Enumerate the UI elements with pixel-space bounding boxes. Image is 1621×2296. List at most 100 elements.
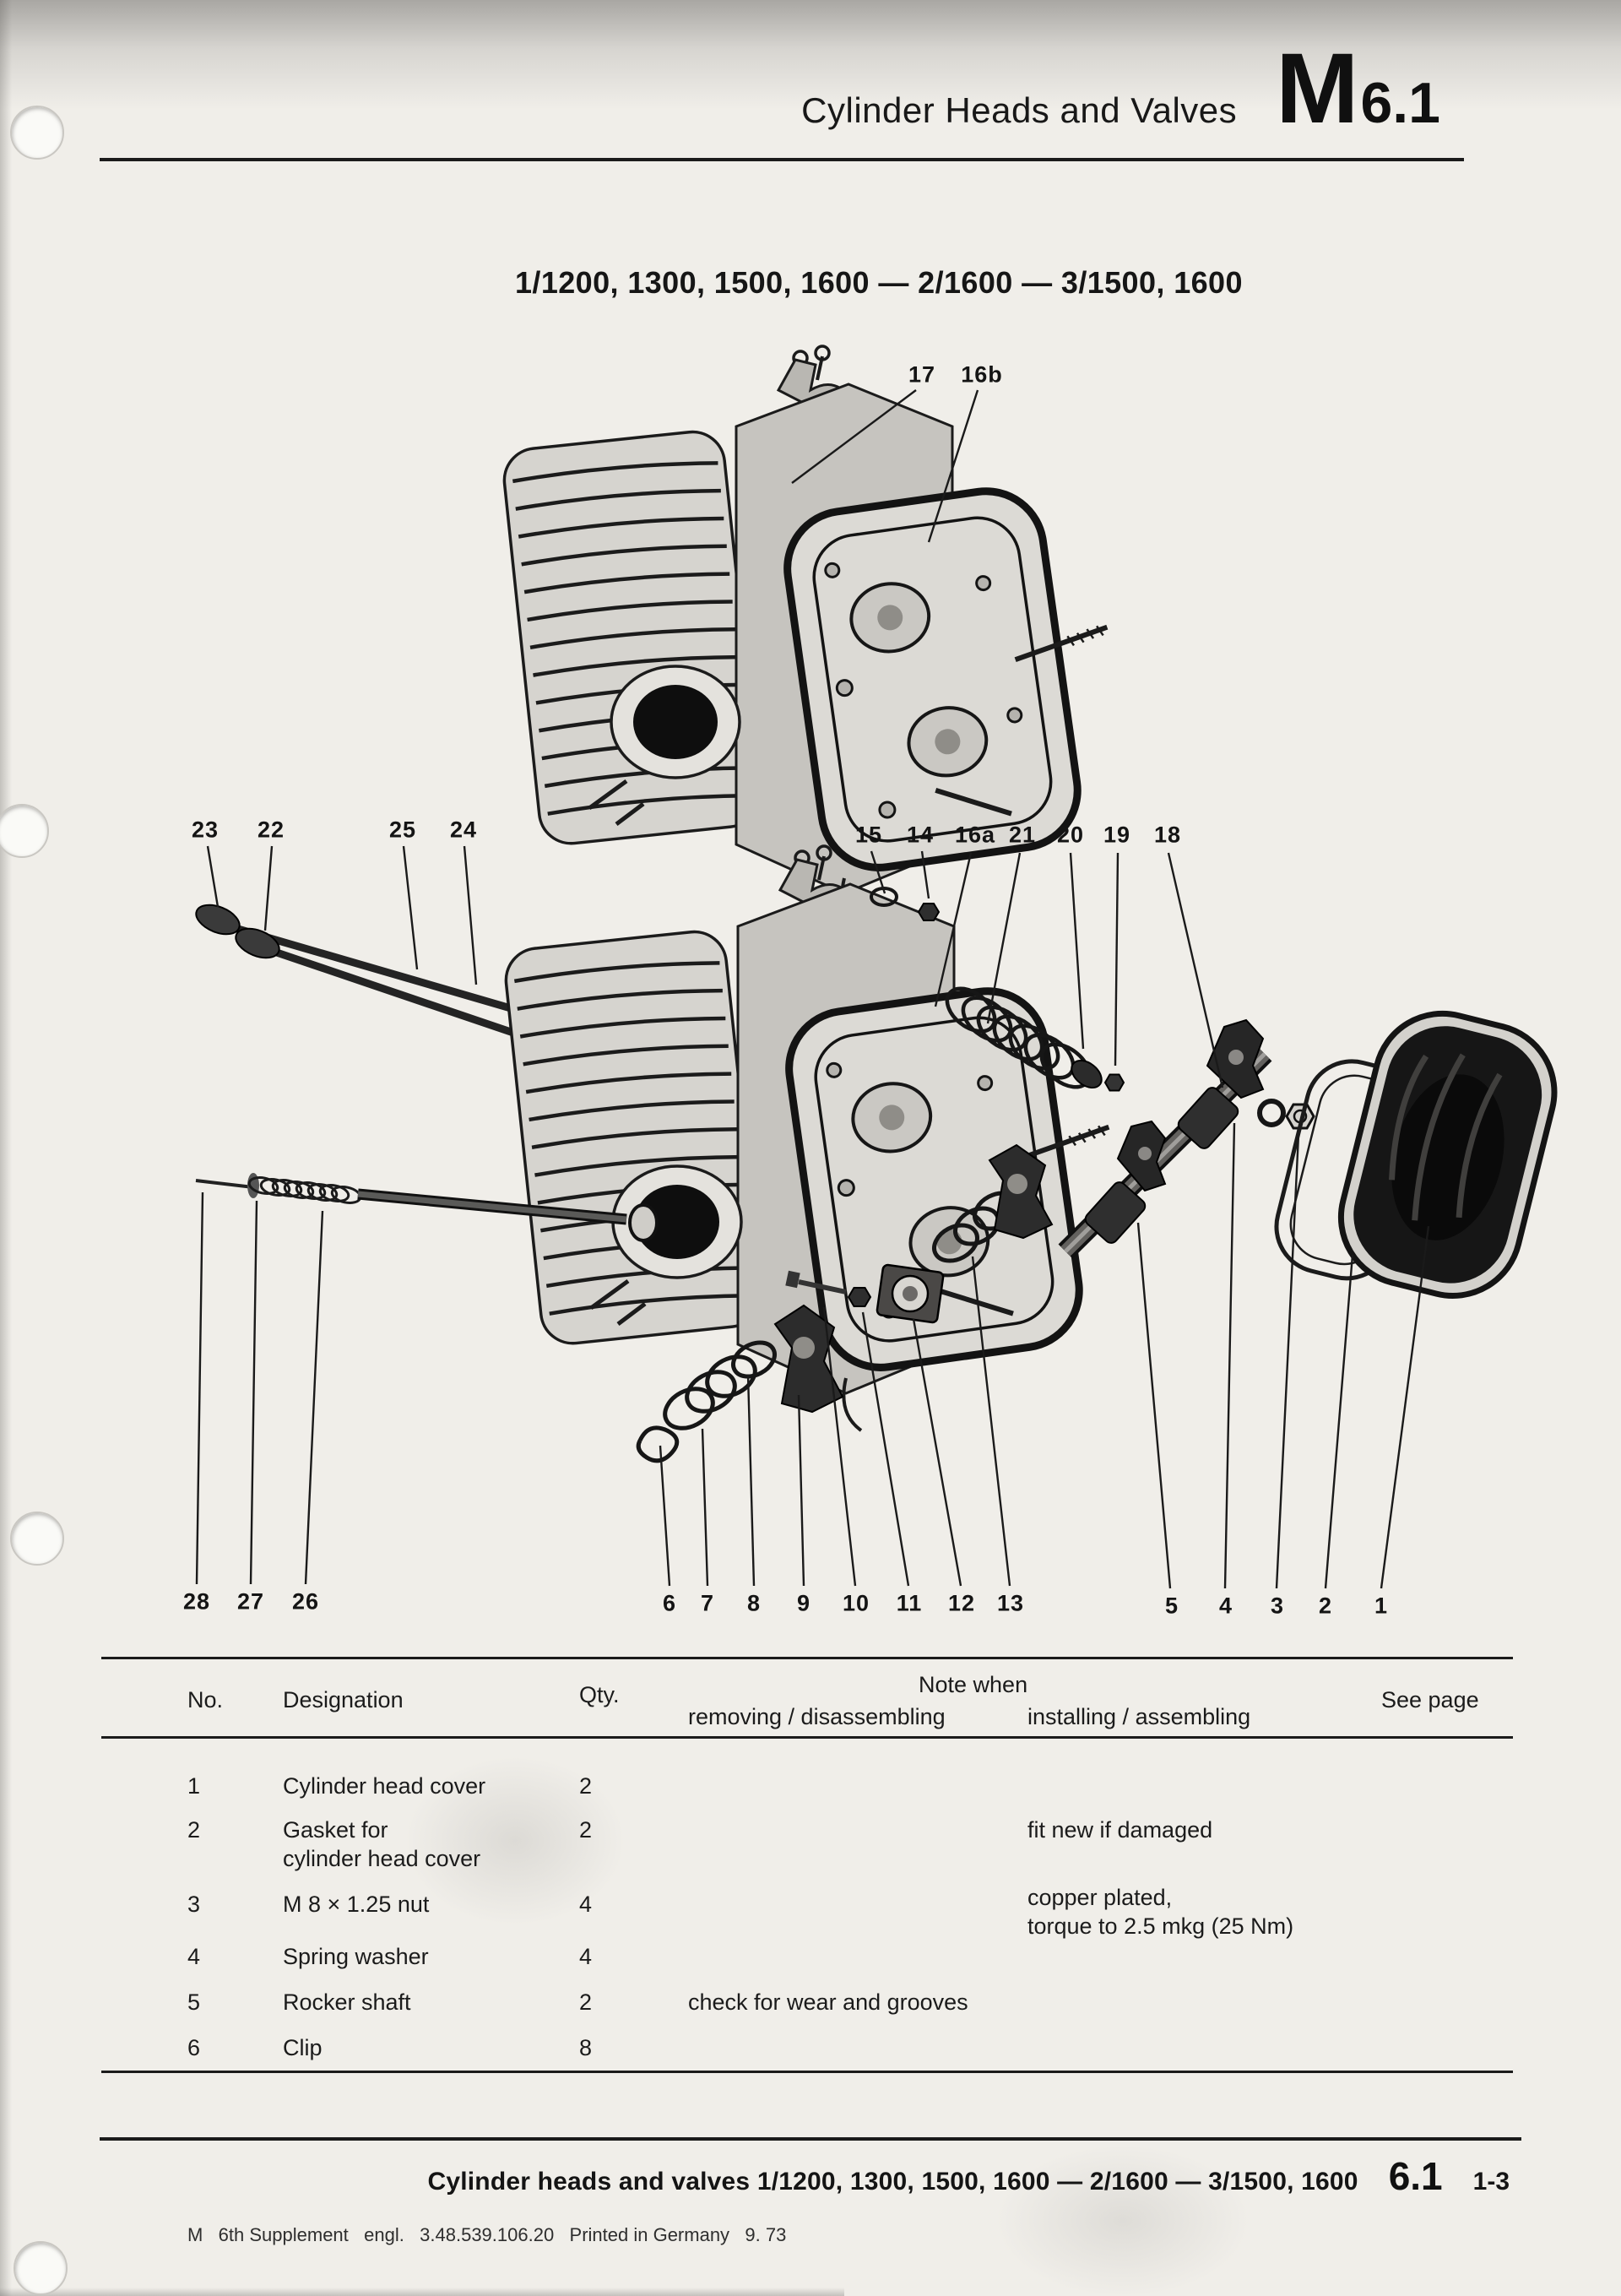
row-no: 6 [187,2035,201,2060]
leader-line-27 [249,1200,258,1585]
leader-line-5 [1136,1222,1172,1589]
section-number: 6.1 [1360,71,1440,135]
page-header: Cylinder Heads and Valves M 6.1 [801,33,1440,144]
part-label-21: 21 [1008,822,1037,848]
part-label-16a: 16a [954,822,996,848]
imprint-line: M 6th Supplement engl. 3.48.539.106.20 P… [187,2224,787,2245]
row-qty: 8 [579,2035,593,2060]
leader-line-8 [746,1374,756,1587]
row-designation: Clip [283,2033,323,2062]
table-row: 3 M 8 × 1.25 nut 4 copper plated, torque… [101,1885,1520,1939]
leader-line-24 [463,845,478,985]
part-label-5: 5 [1164,1593,1179,1619]
row-designation: Cylinder head cover [283,1772,485,1800]
part-label-13: 13 [996,1590,1025,1616]
col-header-qty: Qty. [579,1682,620,1707]
stud-assembly [195,1173,659,1242]
cylinder-head-cover [1337,1010,1558,1299]
part-label-7: 7 [700,1590,715,1616]
note-line: copper plated, [1027,1885,1173,1910]
valve-spring-assembly [870,887,1125,1092]
leader-line-11 [861,1311,910,1587]
part-label-23: 23 [191,817,220,843]
col-header-note-when: Note when [919,1672,1028,1697]
part-label-28: 28 [182,1588,211,1615]
punch-hole [10,106,64,160]
leader-line-21 [986,852,1022,1024]
col-header-see-page: See page [1381,1687,1479,1713]
leader-line-22 [263,845,274,931]
row-removing-note: check for wear and grooves [688,1988,968,2016]
part-label-6: 6 [662,1590,677,1616]
leader-line-10 [822,1306,857,1587]
part-label-25: 25 [388,817,417,843]
row-qty: 2 [579,1989,593,2015]
part-label-17: 17 [908,361,936,388]
designation-line: Rocker shaft [283,1989,411,2015]
designation-line: Spring washer [283,1944,429,1969]
punch-hole [14,2241,68,2295]
row-designation: Gasket for cylinder head cover [283,1816,480,1873]
leader-line-15 [870,850,886,894]
part-label-8: 8 [746,1590,762,1616]
leader-line-23 [206,845,220,908]
leader-line-2 [1324,1254,1354,1589]
row-installing-note: fit new if damaged [1027,1816,1212,1844]
table-rule-bottom [101,2071,1513,2073]
col-header-designation: Designation [283,1687,404,1713]
row-installing-note: copper plated, torque to 2.5 mkg (25 Nm) [1027,1883,1293,1940]
leader-line-28 [195,1191,204,1585]
leader-line-20 [1069,852,1085,1050]
leader-line-26 [304,1210,324,1585]
page-title: Cylinder Heads and Valves [801,90,1238,130]
section-letter: M [1276,33,1358,144]
footer-rule [100,2137,1521,2141]
leader-line-17 [791,389,917,484]
table-rule-top [101,1657,1513,1659]
note-line: check for wear and grooves [688,1989,968,2015]
footer-title: Cylinder heads and valves 1/1200, 1300, … [427,2168,1358,2196]
col-header-no: No. [187,1687,224,1713]
part-label-12: 12 [947,1590,976,1616]
leader-line-9 [797,1394,805,1587]
leader-line-1 [1380,1225,1430,1589]
part-label-4: 4 [1218,1593,1233,1619]
part-label-20: 20 [1056,822,1085,848]
part-label-24: 24 [449,817,478,843]
row-no: 1 [187,1773,201,1799]
leader-line-6 [659,1445,671,1587]
leader-line-4 [1223,1122,1236,1589]
row-no: 2 [187,1817,201,1843]
part-label-11: 11 [896,1590,923,1616]
designation-line: Clip [283,2035,323,2060]
part-label-14: 14 [906,822,935,848]
table-rule-header [101,1736,1513,1739]
part-label-18: 18 [1153,822,1182,848]
leader-line-13 [971,1256,1011,1587]
row-designation: Spring washer [283,1942,429,1971]
part-label-16b: 16b [961,361,1003,388]
leader-line-16a [934,852,973,1007]
col-header-removing: removing / disassembling [688,1704,946,1729]
part-label-26: 26 [291,1588,320,1615]
leader-line-12 [912,1318,962,1587]
col-header-installing: installing / assembling [1027,1704,1251,1729]
row-qty: 4 [579,1944,593,1969]
leader-line-7 [701,1428,709,1587]
leader-line-18 [1167,852,1224,1088]
part-label-22: 22 [257,817,285,843]
part-label-1: 1 [1374,1593,1389,1619]
leader-line-16b [927,389,979,543]
part-label-27: 27 [236,1588,265,1615]
leader-line-3 [1275,1134,1300,1589]
engine-models-subtitle: 1/1200, 1300, 1500, 1600 — 2/1600 — 3/15… [515,265,1243,300]
part-label-10: 10 [842,1590,870,1616]
part-label-19: 19 [1103,822,1131,848]
row-designation: Rocker shaft [283,1988,411,2016]
part-label-2: 2 [1318,1593,1333,1619]
row-qty: 2 [579,1817,593,1843]
punch-hole [10,1512,64,1566]
footer-section-number: 6.1 [1388,2154,1443,2198]
